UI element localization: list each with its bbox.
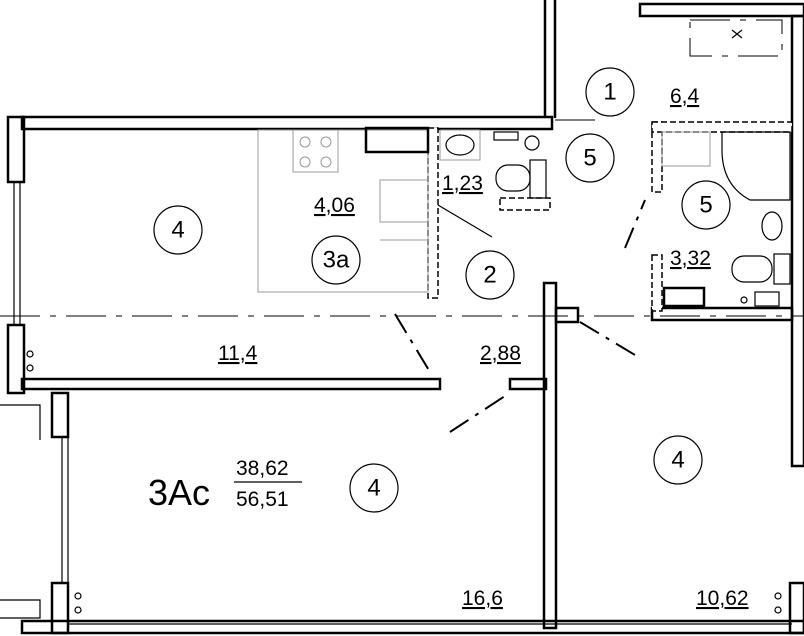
room-number-bottom-right: 4 [653, 435, 703, 485]
area-hall: 6,4 [670, 85, 700, 108]
room-number-hall: 1 [585, 67, 635, 117]
apartment-label: 3Ас 38,62 56,51 [148, 457, 302, 513]
room-number-top-left: 4 [153, 205, 203, 255]
room-number-wc: 5 [565, 133, 615, 183]
svg-text:5: 5 [583, 145, 596, 172]
room-numbers: 1 2 3а 4 4 4 5 5 [153, 67, 731, 513]
area-room-bottom-right: 10,62 [696, 587, 749, 610]
area-room-bottom-left: 16,6 [462, 587, 503, 610]
apartment-living-area: 38,62 [236, 457, 289, 480]
kitchen-fixtures [257, 126, 430, 293]
sanitary-fixtures [26, 19, 791, 614]
area-room-top-left: 11,4 [218, 342, 258, 365]
area-corridor: 2,88 [480, 342, 521, 365]
apartment-total-area: 56,51 [236, 488, 289, 511]
svg-text:4: 4 [367, 475, 380, 502]
svg-text:4: 4 [171, 217, 184, 244]
axis-lines [0, 119, 804, 433]
svg-text:4: 4 [671, 447, 684, 474]
svg-text:5: 5 [699, 192, 712, 219]
area-kitchen-niche: 4,06 [314, 194, 355, 217]
room-number-corridor: 2 [465, 250, 515, 300]
svg-text:1: 1 [603, 79, 616, 106]
apartment-type: 3Ас [148, 472, 210, 513]
partitions [427, 121, 793, 312]
room-areas: 6,4 2,88 4,06 11,4 16,6 10,62 1,23 3,32 [218, 85, 749, 610]
area-wc: 1,23 [442, 172, 483, 195]
area-bathroom: 3,32 [670, 247, 711, 270]
room-number-kitchen-niche: 3а [311, 235, 361, 285]
room-number-bathroom: 5 [681, 180, 731, 230]
room-number-bottom-left: 4 [349, 463, 399, 513]
svg-text:2: 2 [483, 262, 496, 289]
svg-text:3а: 3а [323, 247, 350, 274]
left-wall-segment [6, 115, 26, 184]
